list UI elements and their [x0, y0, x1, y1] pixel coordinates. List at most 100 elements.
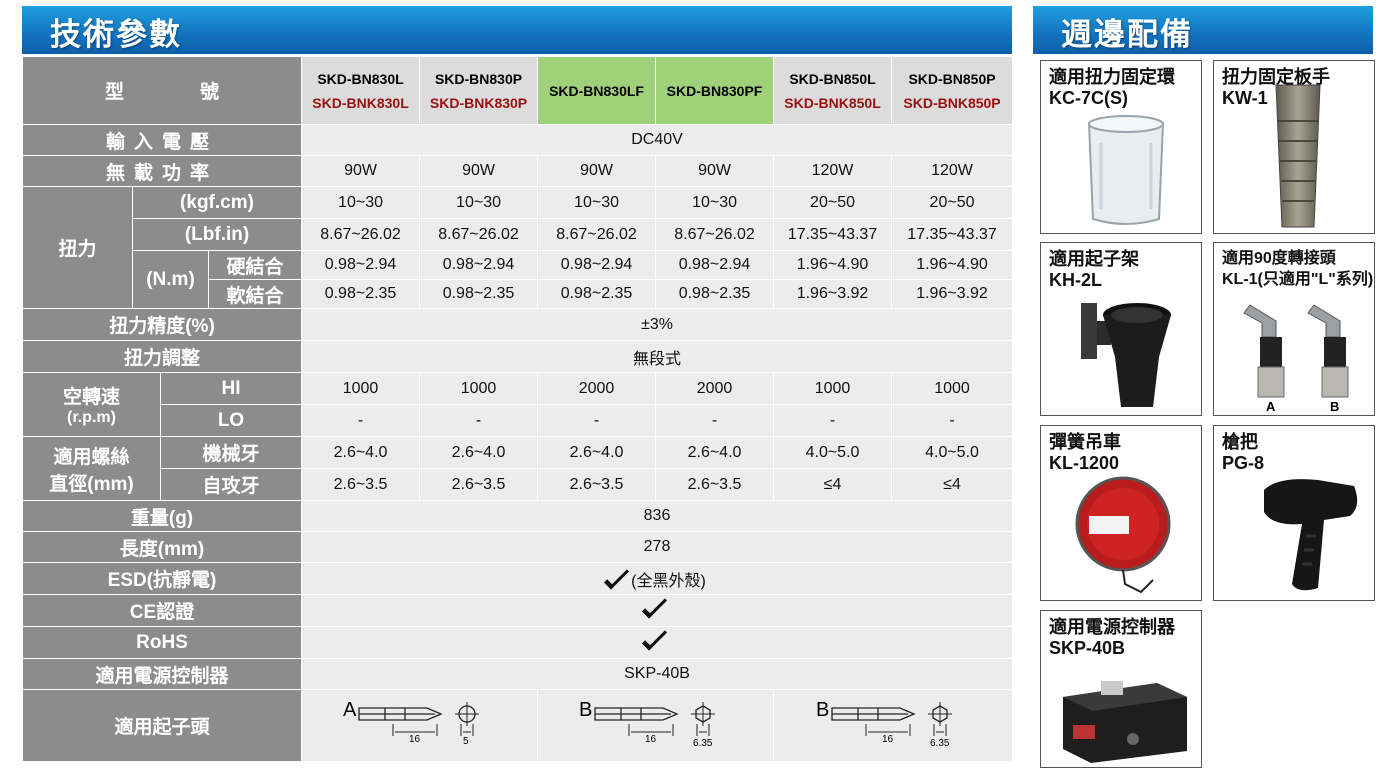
kgf-value: 20~50 — [773, 186, 893, 219]
weight-value: 836 — [301, 500, 1014, 532]
power-value: 90W — [419, 155, 539, 187]
tapping-value: ≤4 — [773, 468, 893, 501]
bit-drawing-a: A 16 5 — [343, 699, 479, 747]
tapping-value: 2.6~3.5 — [301, 468, 421, 501]
nm-label: (N.m) — [132, 250, 209, 309]
bit-drawing-b: B 16 6.35 — [579, 699, 715, 749]
hi-value: 2000 — [655, 372, 775, 405]
controller-icon — [1063, 681, 1187, 763]
speed-label-text: 空轉速 — [62, 387, 120, 408]
accessory-model: SKP-40B — [1049, 638, 1126, 658]
model-name: SKD-BN830LF — [549, 82, 644, 99]
kgf-value: 10~30 — [301, 186, 421, 219]
kgf-value: 20~50 — [891, 186, 1014, 219]
bit-cell: A 16 5 — [301, 689, 539, 762]
accessory-name: 扭力固定板手 — [1222, 67, 1330, 87]
weight-label: 重量(g) — [21, 500, 303, 532]
power-value: 90W — [655, 155, 775, 187]
hard-value: 1.96~4.90 — [773, 250, 893, 280]
kgf-value: 10~30 — [655, 186, 775, 219]
bit-shaft-icon — [357, 707, 443, 721]
input-voltage-label: 輸入電壓 — [21, 124, 303, 156]
soft-value: 1.96~3.92 — [773, 279, 893, 309]
accessory-model: KC-7C(S) — [1049, 88, 1128, 108]
accessory-screwdriver-holder: 適用起子架 KH-2L — [1040, 242, 1202, 416]
screw-label-line1: 適用螺絲 — [53, 446, 130, 468]
hi-value: 1000 — [891, 372, 1014, 405]
hi-label: HI — [159, 372, 303, 405]
lbf-value: 8.67~26.02 — [655, 218, 775, 251]
accessory-torque-wrench: 扭力固定板手 KW-1 — [1213, 60, 1375, 234]
accessories-title-banner: 週邊配備 — [1033, 6, 1373, 54]
hi-value: 1000 — [301, 372, 421, 405]
bit-cell: B 16 6.35 — [537, 689, 775, 762]
bit-shaft-icon — [593, 707, 679, 721]
ce-value — [301, 594, 1014, 627]
power-label: 無載功率 — [21, 155, 303, 187]
soft-value: 0.98~2.35 — [655, 279, 775, 309]
adjust-value: 無段式 — [301, 340, 1014, 373]
accessory-name: 適用90度轉接頭 — [1222, 250, 1336, 267]
model-cell: SKD-BN830LF — [537, 56, 657, 125]
tapping-label: 自攻牙 — [159, 468, 303, 501]
tapping-value: 2.6~3.5 — [419, 468, 539, 501]
lo-value: - — [537, 404, 657, 437]
speed-unit: (r.p.m) — [67, 409, 116, 426]
accessory-pistol-grip: 槍把 PG-8 — [1213, 425, 1375, 601]
holder-icon — [1081, 303, 1171, 407]
hard-value: 1.96~4.90 — [891, 250, 1014, 280]
model-label: 型 號 — [21, 56, 303, 125]
length-value: 278 — [301, 531, 1014, 563]
accuracy-value: ±3% — [301, 308, 1014, 341]
bit-cell: B 16 6.35 — [773, 689, 1014, 762]
accessory-torque-ring: 適用扭力固定環 KC-7C(S) — [1040, 60, 1202, 234]
model-name: SKD-BN850P — [908, 70, 996, 87]
accessory-model: KH-2L — [1049, 270, 1102, 290]
hi-value: 1000 — [773, 372, 893, 405]
model-name-alt: SKD-BNK830L — [312, 94, 409, 111]
check-icon — [604, 563, 630, 590]
grip-icon — [1264, 479, 1358, 591]
hi-value: 1000 — [419, 372, 539, 405]
bit-diameter: 6.35 — [930, 738, 950, 749]
hi-value: 2000 — [537, 372, 657, 405]
esd-label: ESD(抗靜電) — [21, 562, 303, 595]
ce-label: CE認證 — [21, 594, 303, 627]
check-icon — [641, 627, 667, 651]
accessory-name: 適用電源控制器 — [1049, 617, 1175, 637]
bit-type: A — [343, 699, 357, 721]
accessory-name: 槍把 — [1222, 432, 1258, 452]
bit-length: 16 — [645, 734, 657, 745]
power-value: 90W — [537, 155, 657, 187]
model-name-alt: SKD-BNK850P — [903, 94, 1001, 111]
screw-label: 適用螺絲直徑(mm) — [22, 436, 161, 501]
power-value: 120W — [773, 155, 893, 187]
accessory-90-adapter: 適用90度轉接頭 KL-1(只適用"L"系列) A B — [1213, 242, 1375, 416]
lo-value: - — [419, 404, 539, 437]
accessories-title: 週邊配備 — [1061, 17, 1193, 53]
lbf-label: (Lbf.in) — [131, 218, 303, 251]
adapter-mark: B — [1330, 399, 1339, 413]
bit-shaft-icon — [831, 707, 916, 721]
balancer-icon — [1075, 476, 1171, 594]
machine-value: 2.6~4.0 — [655, 436, 775, 469]
esd-value: (全黑外殼) — [301, 562, 1014, 595]
model-cell: SKD-BN850P SKD-BNK850P — [891, 56, 1014, 125]
controller-value: SKP-40B — [301, 658, 1014, 690]
tapping-value: ≤4 — [891, 468, 1014, 501]
bit-label: 適用起子頭 — [21, 689, 303, 762]
hard-value: 0.98~2.94 — [301, 250, 421, 280]
hard-value: 0.98~2.94 — [537, 250, 657, 280]
model-cell: SKD-BN830PF — [655, 56, 775, 125]
length-label: 長度(mm) — [21, 531, 303, 563]
input-voltage-value: DC40V — [301, 124, 1014, 156]
accessory-name: 適用扭力固定環 — [1049, 67, 1175, 87]
power-value: 90W — [301, 155, 421, 187]
lbf-value: 17.35~43.37 — [773, 218, 893, 251]
hard-label: 硬結合 — [207, 250, 303, 280]
